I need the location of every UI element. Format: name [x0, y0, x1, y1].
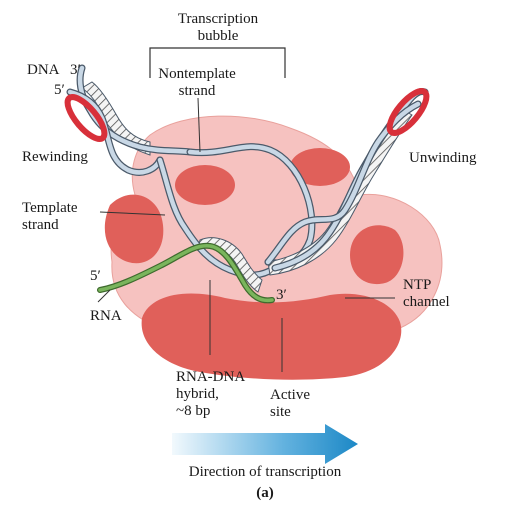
dna-3prime-label: 3′ [70, 62, 81, 78]
rewinding-ring [64, 94, 108, 142]
unwinding-ring [386, 88, 430, 136]
active-site-label: Active site [270, 387, 310, 421]
polymerase-lobe-top-right [290, 148, 350, 186]
nontemplate-label-line1: Nontemplate [158, 66, 236, 82]
leader-nontemplate [197, 97, 201, 153]
ntp-channel-label: NTP channel [403, 277, 450, 311]
direction-label: Direction of transcription [188, 464, 342, 480]
rna-label: RNA [90, 308, 122, 324]
hybrid-label: RNA-DNA hybrid, ~8 bp [176, 369, 245, 420]
dna-label: DNA [27, 62, 60, 78]
polymerase-lobe-left [104, 194, 164, 264]
dna-5prime-label: 5′ [54, 82, 65, 98]
active-site-label-line2: site [270, 404, 291, 420]
ntp-label-line1: NTP [403, 277, 432, 293]
bubble-label-line1: Transcription [177, 11, 259, 27]
panel-label: (a) [256, 485, 274, 501]
hybrid-label-line1: RNA-DNA [176, 369, 246, 385]
dna-left-strand-b-fill [67, 89, 163, 175]
polymerase-lobe-top-left [175, 165, 235, 205]
leader-rna [97, 289, 111, 303]
bubble-label: Transcription bubble [150, 11, 286, 45]
ntp-label-line2: channel [403, 294, 450, 310]
template-label-line1: Template [22, 200, 78, 216]
polymerase-lobe-bottom [141, 293, 402, 380]
rna-3prime-label: 3′ [276, 287, 287, 303]
rna-5prime-label: 5′ [90, 268, 101, 284]
nontemplate-label: Nontemplate strand [143, 66, 251, 100]
direction-arrow[interactable] [172, 424, 358, 464]
unwinding-label: Unwinding [409, 150, 477, 166]
rna-strand-fill [98, 244, 274, 303]
active-site-label-line1: Active [270, 387, 310, 403]
template-label: Template strand [22, 200, 78, 234]
template-label-line2: strand [22, 217, 59, 233]
polymerase-lobe-right [350, 225, 404, 285]
rewinding-label: Rewinding [22, 149, 88, 165]
nontemplate-label-line2: strand [178, 83, 216, 99]
hybrid-label-line3: ~8 bp [176, 403, 211, 419]
leader-lines [97, 97, 395, 372]
bubble-bracket [149, 47, 286, 78]
leader-template [99, 211, 166, 216]
bubble-label-line2: bubble [197, 28, 239, 44]
hybrid-label-line2: hybrid, [176, 386, 219, 402]
